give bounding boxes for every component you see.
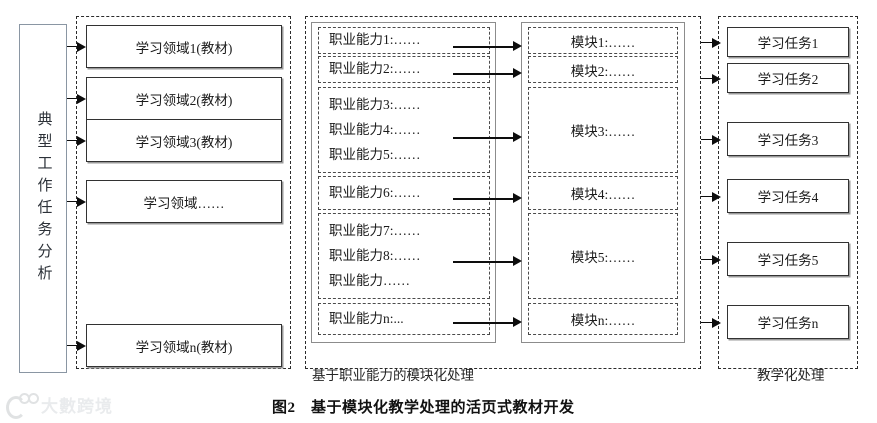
capability-group-2[interactable]: 职业能力2:…… — [318, 56, 490, 83]
arrow-head-right-6 — [712, 318, 721, 328]
arrow-line-mid-5 — [453, 261, 518, 263]
learning-task-box-3[interactable]: 学习任务3 — [727, 122, 849, 156]
arrow-head-right-1 — [712, 38, 721, 48]
watermark-logo-icon — [6, 393, 39, 419]
arrow-line-mid-6 — [453, 322, 518, 324]
module-cell-4[interactable]: 模块4:…… — [528, 176, 678, 210]
capability-group-4[interactable]: 职业能力6:…… — [318, 176, 490, 210]
arrow-line-right-1 — [701, 42, 717, 43]
learning-task-label-3: 学习任务3 — [757, 133, 819, 148]
module-cell-1[interactable]: 模块1:…… — [528, 27, 678, 54]
learning-field-label-4: 学习领域…… — [143, 195, 225, 211]
arrow-head-left-4 — [77, 197, 86, 207]
learning-field-box-2[interactable]: 学习领域2(教材) — [86, 77, 282, 120]
arrow-line-left-3 — [67, 140, 80, 141]
capability-label-5-2: 职业能力…… — [329, 273, 410, 289]
module-cell-5[interactable]: 模块5:…… — [528, 213, 678, 299]
teaching-conversion-section-label: 教学化处理 — [757, 368, 825, 383]
arrow-head-left-3 — [77, 136, 86, 146]
capability-label-5-1: 职业能力8:…… — [329, 247, 421, 263]
arrow-line-mid-2 — [453, 73, 518, 75]
arrow-head-mid-3 — [513, 132, 522, 142]
arrow-head-right-2 — [712, 74, 721, 84]
learning-task-label-6: 学习任务n — [757, 316, 819, 331]
learning-task-label-1: 学习任务1 — [757, 36, 819, 51]
module-label-1: 模块1:…… — [570, 34, 636, 50]
module-cell-6[interactable]: 模块n:…… — [528, 303, 678, 335]
arrow-line-mid-3 — [453, 137, 518, 139]
capability-group-1[interactable]: 职业能力1:…… — [318, 27, 490, 54]
arrow-head-mid-4 — [513, 193, 522, 203]
arrow-head-mid-5 — [513, 256, 522, 266]
module-label-6: 模块n:…… — [570, 313, 636, 328]
arrow-head-left-5 — [77, 341, 86, 351]
learning-task-box-4[interactable]: 学习任务4 — [727, 179, 849, 213]
arrow-line-right-5 — [701, 259, 717, 260]
arrow-head-left-1 — [77, 42, 86, 52]
arrow-line-left-1 — [67, 46, 80, 47]
capability-label-3-2: 职业能力5:…… — [329, 147, 421, 163]
learning-task-box-2[interactable]: 学习任务2 — [727, 63, 849, 93]
module-label-4: 模块4:…… — [570, 187, 636, 202]
arrow-head-right-5 — [712, 255, 721, 265]
arrow-line-right-6 — [701, 322, 717, 323]
arrow-line-right-3 — [701, 139, 717, 140]
arrow-line-left-4 — [67, 201, 80, 202]
modularization-section-label: 基于职业能力的模块化处理 — [312, 368, 474, 383]
module-cell-3[interactable]: 模块3:…… — [528, 87, 678, 173]
learning-field-label-2: 学习领域2(教材) — [135, 92, 233, 108]
figure-caption: 图2 基于模块化教学处理的活页式教材开发 — [272, 400, 575, 416]
learning-task-label-5: 学习任务5 — [757, 253, 819, 268]
arrow-line-right-2 — [701, 78, 717, 79]
arrow-head-mid-6 — [513, 317, 522, 327]
arrow-head-right-4 — [712, 192, 721, 202]
learning-task-box-5[interactable]: 学习任务5 — [727, 242, 849, 276]
arrow-head-mid-2 — [513, 68, 522, 78]
arrow-line-left-2 — [67, 98, 80, 99]
learning-field-box-1[interactable]: 学习领域1(教材) — [86, 25, 282, 68]
learning-task-box-1[interactable]: 学习任务1 — [727, 27, 849, 57]
arrow-head-mid-1 — [513, 41, 522, 51]
typical-work-task-analysis-label: 典型工作任务分析 — [35, 110, 52, 287]
watermark-text: 大數跨境 — [41, 396, 113, 416]
capability-label-1-0: 职业能力1:…… — [329, 32, 421, 48]
typical-work-task-analysis-box: 典型工作任务分析 — [19, 24, 67, 373]
learning-field-label-3: 学习领域3(教材) — [135, 134, 233, 150]
learning-field-box-3[interactable]: 学习领域3(教材) — [86, 119, 282, 162]
learning-field-label-5: 学习领域n(教材) — [135, 339, 233, 355]
capability-group-3[interactable]: 职业能力3:…… 职业能力4:…… 职业能力5:…… — [318, 87, 490, 173]
capability-label-4-0: 职业能力6:…… — [329, 184, 421, 200]
capability-group-5[interactable]: 职业能力7:…… 职业能力8:…… 职业能力…… — [318, 213, 490, 299]
module-label-3: 模块3:…… — [570, 124, 636, 139]
capability-label-5-0: 职业能力7:…… — [329, 222, 421, 238]
learning-field-box-4[interactable]: 学习领域…… — [86, 180, 282, 223]
capability-group-6[interactable]: 职业能力n:... — [318, 303, 490, 335]
learning-field-box-5[interactable]: 学习领域n(教材) — [86, 324, 282, 367]
arrow-head-right-3 — [712, 135, 721, 145]
watermark: 大數跨境 — [6, 388, 174, 420]
capability-label-6-0: 职业能力n:... — [329, 310, 404, 326]
learning-task-label-4: 学习任务4 — [757, 190, 819, 205]
learning-task-box-6[interactable]: 学习任务n — [727, 305, 849, 339]
module-cell-2[interactable]: 模块2:…… — [528, 56, 678, 83]
learning-fields-region — [76, 16, 291, 369]
module-label-5: 模块5:…… — [570, 250, 636, 265]
learning-field-label-1: 学习领域1(教材) — [135, 40, 233, 56]
modularization-region — [305, 16, 701, 369]
capability-label-2-0: 职业能力2:…… — [329, 61, 421, 77]
arrow-line-right-4 — [701, 196, 717, 197]
capability-label-3-0: 职业能力3:…… — [329, 96, 421, 112]
arrow-head-left-2 — [77, 94, 86, 104]
learning-task-label-2: 学习任务2 — [757, 72, 819, 87]
arrow-line-left-5 — [67, 345, 80, 346]
module-label-2: 模块2:…… — [570, 63, 636, 79]
arrow-line-mid-1 — [453, 46, 518, 48]
capability-label-3-1: 职业能力4:…… — [329, 121, 421, 137]
arrow-line-mid-4 — [453, 198, 518, 200]
